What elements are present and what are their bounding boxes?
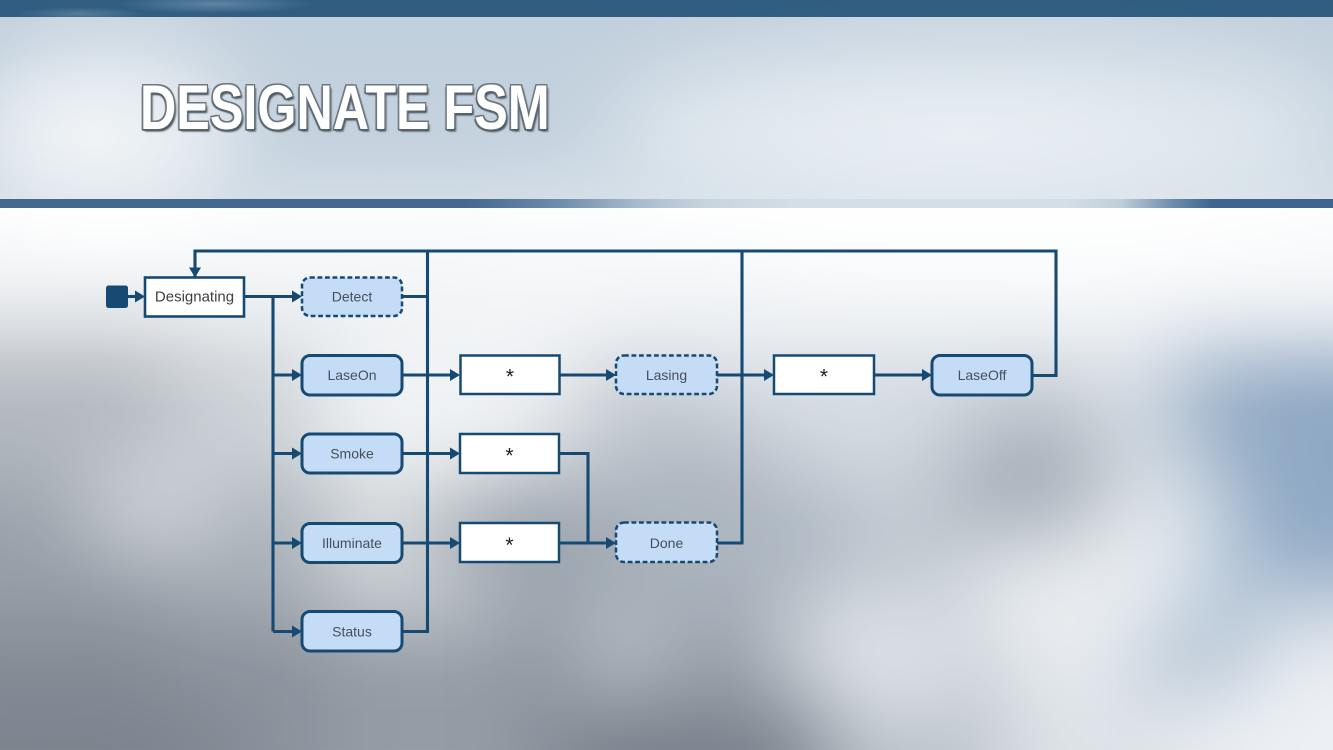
svg-text:Done: Done	[650, 535, 684, 551]
svg-text:Detect: Detect	[332, 289, 373, 305]
svg-text:Designating: Designating	[155, 289, 234, 306]
svg-text:Smoke: Smoke	[330, 446, 374, 462]
svg-text:*: *	[505, 534, 513, 557]
svg-text:*: *	[505, 445, 513, 468]
svg-text:Illuminate: Illuminate	[322, 535, 382, 551]
svg-text:*: *	[506, 366, 514, 389]
svg-text:LaseOff: LaseOff	[958, 367, 1007, 383]
svg-text:Lasing: Lasing	[646, 367, 687, 383]
svg-text:LaseOn: LaseOn	[327, 367, 376, 383]
svg-text:Status: Status	[332, 624, 372, 640]
svg-text:*: *	[820, 366, 828, 389]
